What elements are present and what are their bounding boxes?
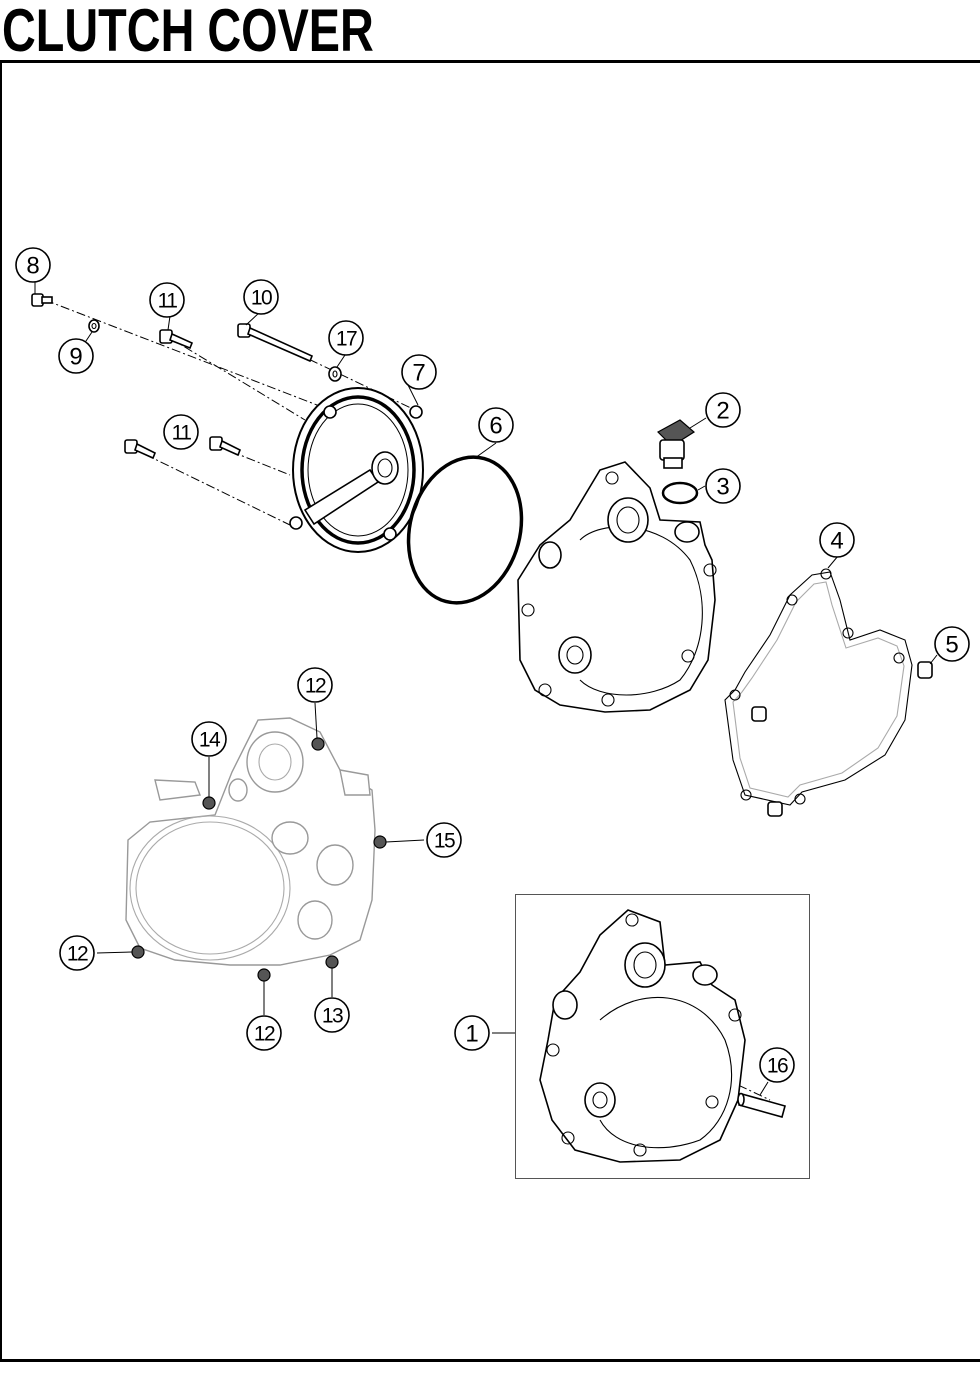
part-2-oil-plug (657, 419, 696, 469)
part-16-dowel-pin (737, 1092, 786, 1118)
callout-8: 8 (15, 247, 51, 283)
leader-lines (34, 280, 938, 1096)
svg-text:17: 17 (336, 328, 357, 351)
callout-13: 13 (314, 997, 350, 1033)
callout-2: 2 (705, 392, 741, 428)
part-11-bolt-upper (159, 329, 194, 350)
callout-12-left: 12 (59, 935, 95, 971)
callout-1: 1 (454, 1015, 490, 1051)
assembled-cover-view (125, 717, 387, 982)
svg-text:12: 12 (67, 943, 88, 966)
callout-3: 3 (705, 468, 741, 504)
svg-text:6: 6 (489, 413, 502, 440)
svg-text:15: 15 (434, 830, 455, 853)
svg-text:13: 13 (322, 1005, 343, 1028)
svg-text:12: 12 (305, 675, 326, 698)
callout-11-upper: 11 (149, 282, 185, 318)
part-11-bolts-lower (124, 436, 242, 460)
svg-text:14: 14 (199, 729, 221, 752)
svg-text:16: 16 (767, 1055, 788, 1078)
callout-9: 9 (58, 338, 94, 374)
svg-text:11: 11 (172, 422, 192, 445)
part-3-small-o-ring (661, 481, 699, 505)
svg-text:2: 2 (716, 398, 729, 425)
svg-text:1: 1 (465, 1021, 478, 1048)
svg-text:3: 3 (716, 474, 729, 501)
part-8-bolt (31, 293, 53, 307)
svg-text:12: 12 (254, 1023, 275, 1046)
callout-14: 14 (191, 721, 227, 757)
callout-11-lower: 11 (163, 414, 199, 450)
page-title: CLUTCH COVER (2, 0, 374, 64)
part-10-long-bolt (237, 323, 314, 363)
callout-4: 4 (819, 522, 855, 558)
callout-5: 5 (934, 626, 970, 662)
part-7-outer-cover (289, 387, 424, 553)
svg-text:8: 8 (26, 253, 39, 280)
svg-text:7: 7 (412, 360, 425, 387)
callout-15: 15 (426, 822, 462, 858)
part-4-gasket (724, 568, 913, 817)
part-6-o-ring (406, 455, 524, 605)
svg-text:5: 5 (945, 632, 958, 659)
callout-17: 17 (328, 320, 364, 356)
inner-clutch-cover (517, 461, 717, 713)
svg-text:10: 10 (251, 287, 272, 310)
part-9-washer (88, 319, 100, 333)
callout-16: 16 (759, 1047, 795, 1083)
callout-10: 10 (243, 279, 279, 315)
callout-12-top: 12 (297, 667, 333, 703)
svg-text:11: 11 (158, 290, 178, 313)
callout-6: 6 (478, 407, 514, 443)
callout-7: 7 (401, 354, 437, 390)
callout-12-bottom: 12 (246, 1015, 282, 1051)
svg-text:4: 4 (830, 528, 843, 555)
part-1-kit-box (515, 894, 810, 1179)
part-17-washer (328, 366, 342, 382)
svg-text:9: 9 (69, 344, 82, 371)
part-5-dowel (917, 661, 933, 679)
